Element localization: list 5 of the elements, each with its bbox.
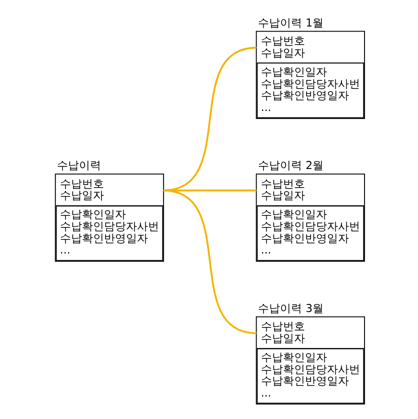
node-label: 수납이력 [56,159,101,172]
node-label: 수납이력 2월 [258,159,324,172]
node-label: 수납이력 1월 [258,16,324,30]
connector [162,190,256,334]
node-label: 수납이력 3월 [258,302,324,315]
